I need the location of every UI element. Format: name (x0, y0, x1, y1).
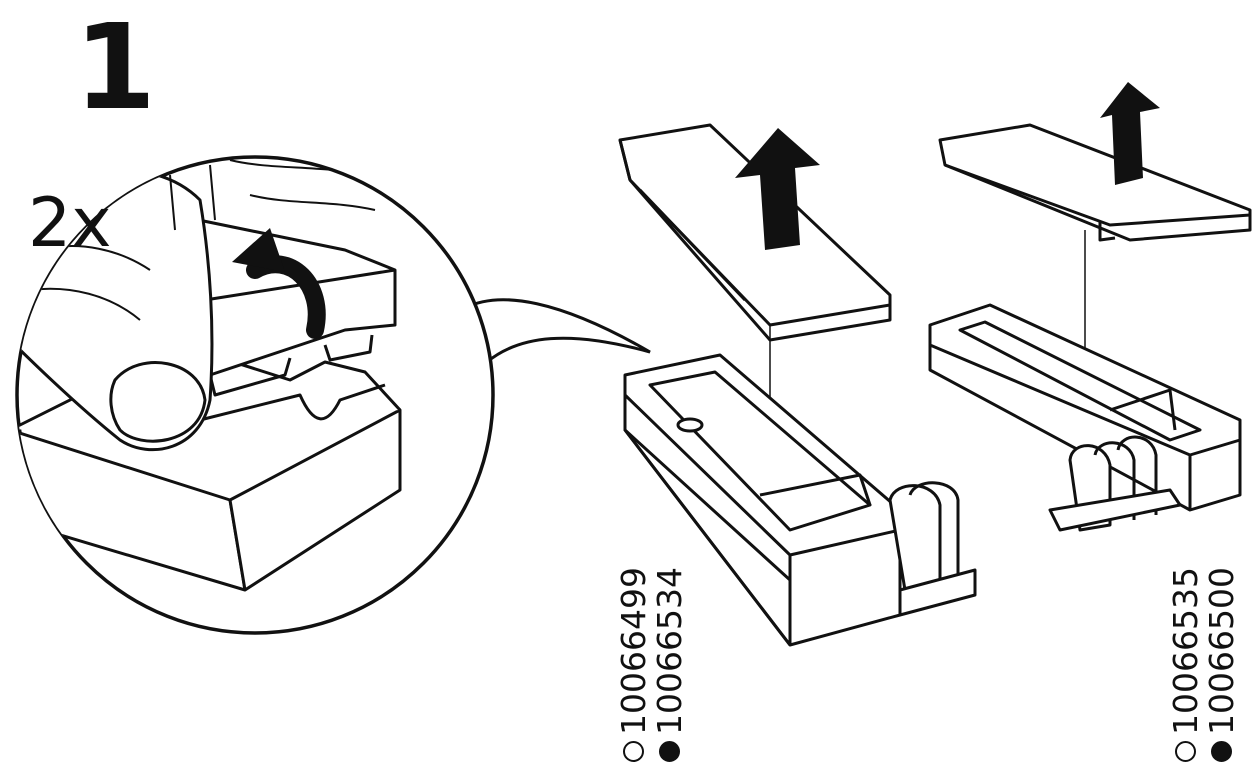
article-code-row: 10066535 (1166, 567, 1205, 762)
callout-pointer (465, 300, 650, 362)
article-number: 10066500 (1202, 567, 1241, 735)
article-code-row: 10066499 (614, 567, 653, 762)
filled-circle-icon (1211, 741, 1232, 762)
article-number: 10066499 (614, 567, 653, 735)
variant-2-cable-clips (1050, 437, 1180, 530)
article-code-row: 10066500 (1202, 567, 1241, 762)
variant-2-illustration (930, 82, 1250, 530)
article-number: 10066534 (650, 567, 689, 735)
hollow-circle-icon (1175, 741, 1196, 762)
repeat-count-label: 2x (28, 184, 112, 263)
article-code-row: 10066534 (650, 567, 689, 762)
variant-2-base (930, 305, 1240, 510)
variant-2-lid (940, 125, 1250, 240)
filled-circle-icon (659, 741, 680, 762)
article-number: 10066535 (1166, 567, 1205, 735)
variant-2-up-arrow-icon (1100, 82, 1160, 185)
step-number: 1 (74, 0, 157, 136)
variant-1-cable-clips (890, 483, 975, 615)
curved-arrow-icon (232, 228, 317, 330)
variant-1-illustration (620, 125, 975, 645)
hollow-circle-icon (623, 741, 644, 762)
zoom-callout (0, 157, 650, 633)
variant-1-up-arrow-icon (735, 128, 820, 250)
